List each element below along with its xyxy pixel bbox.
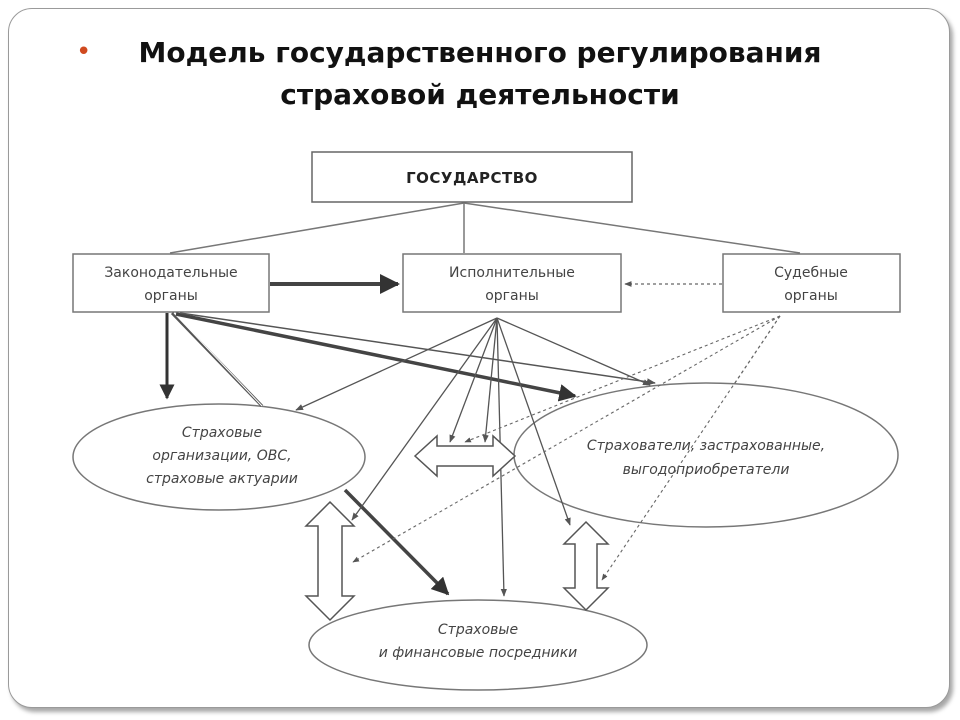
judicial-outgoing-arrows bbox=[352, 315, 781, 581]
policyholders-label-line-1: Страхователи, застрахованные, bbox=[587, 438, 825, 454]
policyholders-node: Страхователи, застрахованные, выгодоприо… bbox=[513, 382, 899, 528]
executive-label-line-2: органы bbox=[485, 288, 539, 304]
title-line-1: Модель государственного регулирования bbox=[138, 36, 822, 69]
judicial-label-line-2: органы bbox=[784, 288, 838, 304]
insurers-label-line-1: Страховые bbox=[182, 425, 262, 441]
state-connectors bbox=[169, 202, 801, 254]
executive-node: Исполнительные органы bbox=[402, 253, 622, 313]
executive-outgoing-arrows bbox=[295, 317, 651, 597]
slide-frame bbox=[8, 8, 950, 708]
legislative-label-line-1: Законодательные bbox=[104, 265, 237, 281]
intermediaries-label-line-2: и финансовые посредники bbox=[379, 645, 578, 661]
insurers-node: Страховые организации, ОВС, страховые ак… bbox=[72, 403, 366, 511]
title-bullet: • bbox=[76, 37, 92, 67]
insurers-intermediaries-double-arrow bbox=[304, 500, 356, 622]
page-title: Модель государственного регулирования ст… bbox=[60, 32, 900, 116]
judicial-label-line-1: Судебные bbox=[774, 265, 848, 281]
policyholders-label-line-2: выгодоприобретатели bbox=[623, 462, 790, 478]
legislative-label-line-2: органы bbox=[144, 288, 198, 304]
executive-label-line-1: Исполнительные bbox=[449, 265, 575, 281]
legislative-node: Законодательные органы bbox=[72, 253, 270, 313]
intermediaries-node: Страховые и финансовые посредники bbox=[308, 599, 648, 691]
title-line-2: страховой деятельности bbox=[280, 78, 680, 111]
intermediaries-label-line-1: Страховые bbox=[438, 622, 518, 638]
policyholders-intermediaries-double-arrow bbox=[562, 520, 610, 612]
judicial-node: Судебные органы bbox=[722, 253, 901, 313]
insurers-label-line-2: организации, ОВС, bbox=[152, 448, 291, 464]
state-label: ГОСУДАРСТВО bbox=[406, 169, 538, 187]
insurers-label-line-3: страховые актуарии bbox=[146, 471, 298, 487]
state-node: ГОСУДАРСТВО bbox=[311, 151, 633, 203]
insurers-policyholders-double-arrow bbox=[413, 434, 517, 478]
legislative-outgoing-arrows bbox=[159, 311, 656, 596]
